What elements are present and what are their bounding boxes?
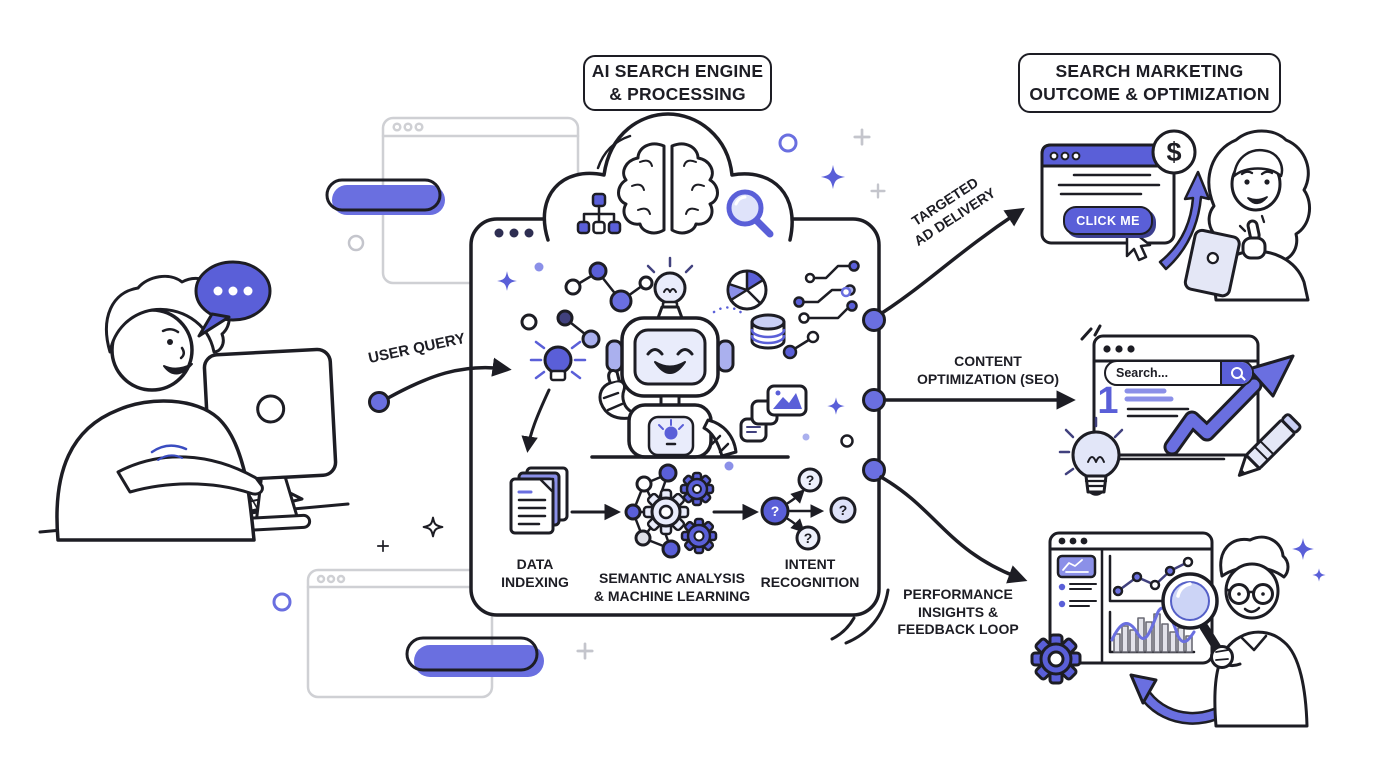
plus-icon (853, 128, 871, 146)
ghost-browser-window (306, 568, 494, 699)
flow-label-content-seo: CONTENT OPTIMIZATION (SEO) (916, 353, 1060, 387)
person-user (55, 274, 264, 542)
step-label-intent-recognition: INTENT RECOGNITION (760, 556, 860, 590)
ai-engine-panel: ? ? ? ? (469, 112, 890, 645)
user-at-computer-illustration (38, 260, 350, 542)
robot-scene (497, 256, 860, 471)
connector-dot (862, 308, 886, 332)
question-branch-icon: ? ? ? ? (760, 467, 857, 551)
step-label-semantic-analysis: SEMANTIC ANALYSIS & MACHINE LEARNING (593, 570, 751, 604)
question-mark: ? (806, 472, 815, 488)
result-text-lines (1126, 407, 1190, 418)
search-icon (1231, 367, 1243, 379)
thumbs-up-icon (1238, 214, 1267, 260)
background-decorations (272, 128, 886, 660)
sparkle-icon (1292, 538, 1314, 560)
ad-text-lines (1057, 173, 1161, 196)
bar-chart-icon (1108, 606, 1196, 654)
sidebar-widget (1056, 554, 1097, 608)
analyst-illustration (1161, 535, 1309, 728)
user-query-arrow (386, 357, 512, 400)
gear-icon (1030, 633, 1082, 685)
idea-lightbulb-icon (529, 340, 587, 382)
performance-arrow (879, 475, 1028, 584)
plus-icon (576, 642, 594, 660)
documents-icon (509, 466, 569, 535)
pie-chart-icon (726, 269, 768, 311)
swoosh-arc (830, 588, 890, 645)
brain-icon (617, 142, 719, 235)
dollar-sign: $ (1166, 137, 1182, 167)
targeted-ad-arrow (880, 207, 1025, 315)
search-button[interactable] (1220, 362, 1252, 384)
circle-decoration (272, 592, 292, 612)
question-mark: ? (839, 502, 848, 518)
plus-icon (376, 539, 390, 553)
circle-decoration (778, 133, 798, 153)
engine-title-box: AI SEARCH ENGINE & PROCESSING (583, 55, 772, 111)
cursor-icon (1125, 225, 1152, 262)
sparkle-icon (422, 516, 444, 538)
happy-customer-illustration (1183, 129, 1312, 302)
circuit-icon (782, 260, 860, 360)
search-bar[interactable]: Search... (1104, 360, 1254, 386)
performance-dashboard-illustration (1030, 531, 1326, 728)
marketing-title-box: SEARCH MARKETING OUTCOME & OPTIMIZATION (1018, 53, 1281, 113)
robot-icon (590, 256, 790, 459)
pill-button-shape (405, 636, 544, 677)
circle-decoration (347, 234, 365, 252)
magnifier-icon (726, 189, 774, 238)
flow-label-performance: PERFORMANCE INSIGHTS & FEEDBACK LOOP (897, 586, 1019, 637)
plus-icon (870, 183, 886, 199)
tablet-icon (1183, 228, 1241, 298)
network-nodes-icon (556, 261, 654, 349)
question-mark: ? (771, 503, 780, 519)
pill-button-shape (325, 178, 445, 215)
dollar-badge (1151, 129, 1197, 175)
rank-number: 1 (1097, 380, 1119, 422)
sitemap-icon (576, 192, 622, 235)
arrow-to-indexing (521, 388, 551, 453)
flow-arrows (368, 207, 1076, 584)
speech-bubble-icon (194, 260, 272, 338)
lightbulb-icon (1058, 416, 1124, 496)
window-dots-icon (494, 228, 534, 238)
network-gears-icon (624, 463, 718, 559)
search-input[interactable]: Search... (1116, 366, 1169, 380)
growth-swoosh-arrow (1158, 170, 1211, 271)
database-icon (750, 313, 786, 350)
hand (1210, 645, 1234, 669)
sparkle-icon (1312, 568, 1326, 582)
query-start-dot (368, 391, 390, 413)
sparkle-icon (820, 164, 846, 190)
line-chart-icon (1108, 554, 1194, 603)
question-mark: ? (804, 530, 813, 546)
trend-up-arrow-icon (1163, 354, 1295, 456)
image-icon (766, 384, 808, 417)
connector-dot (862, 388, 886, 412)
step-label-data-indexing: DATA INDEXING (501, 556, 569, 590)
result-highlight-lines (1124, 388, 1174, 402)
connector-dot (862, 458, 886, 482)
pencil-icon (1237, 413, 1302, 477)
click-me-button[interactable]: CLICK ME (1063, 206, 1153, 235)
emphasis-marks (1080, 324, 1102, 341)
